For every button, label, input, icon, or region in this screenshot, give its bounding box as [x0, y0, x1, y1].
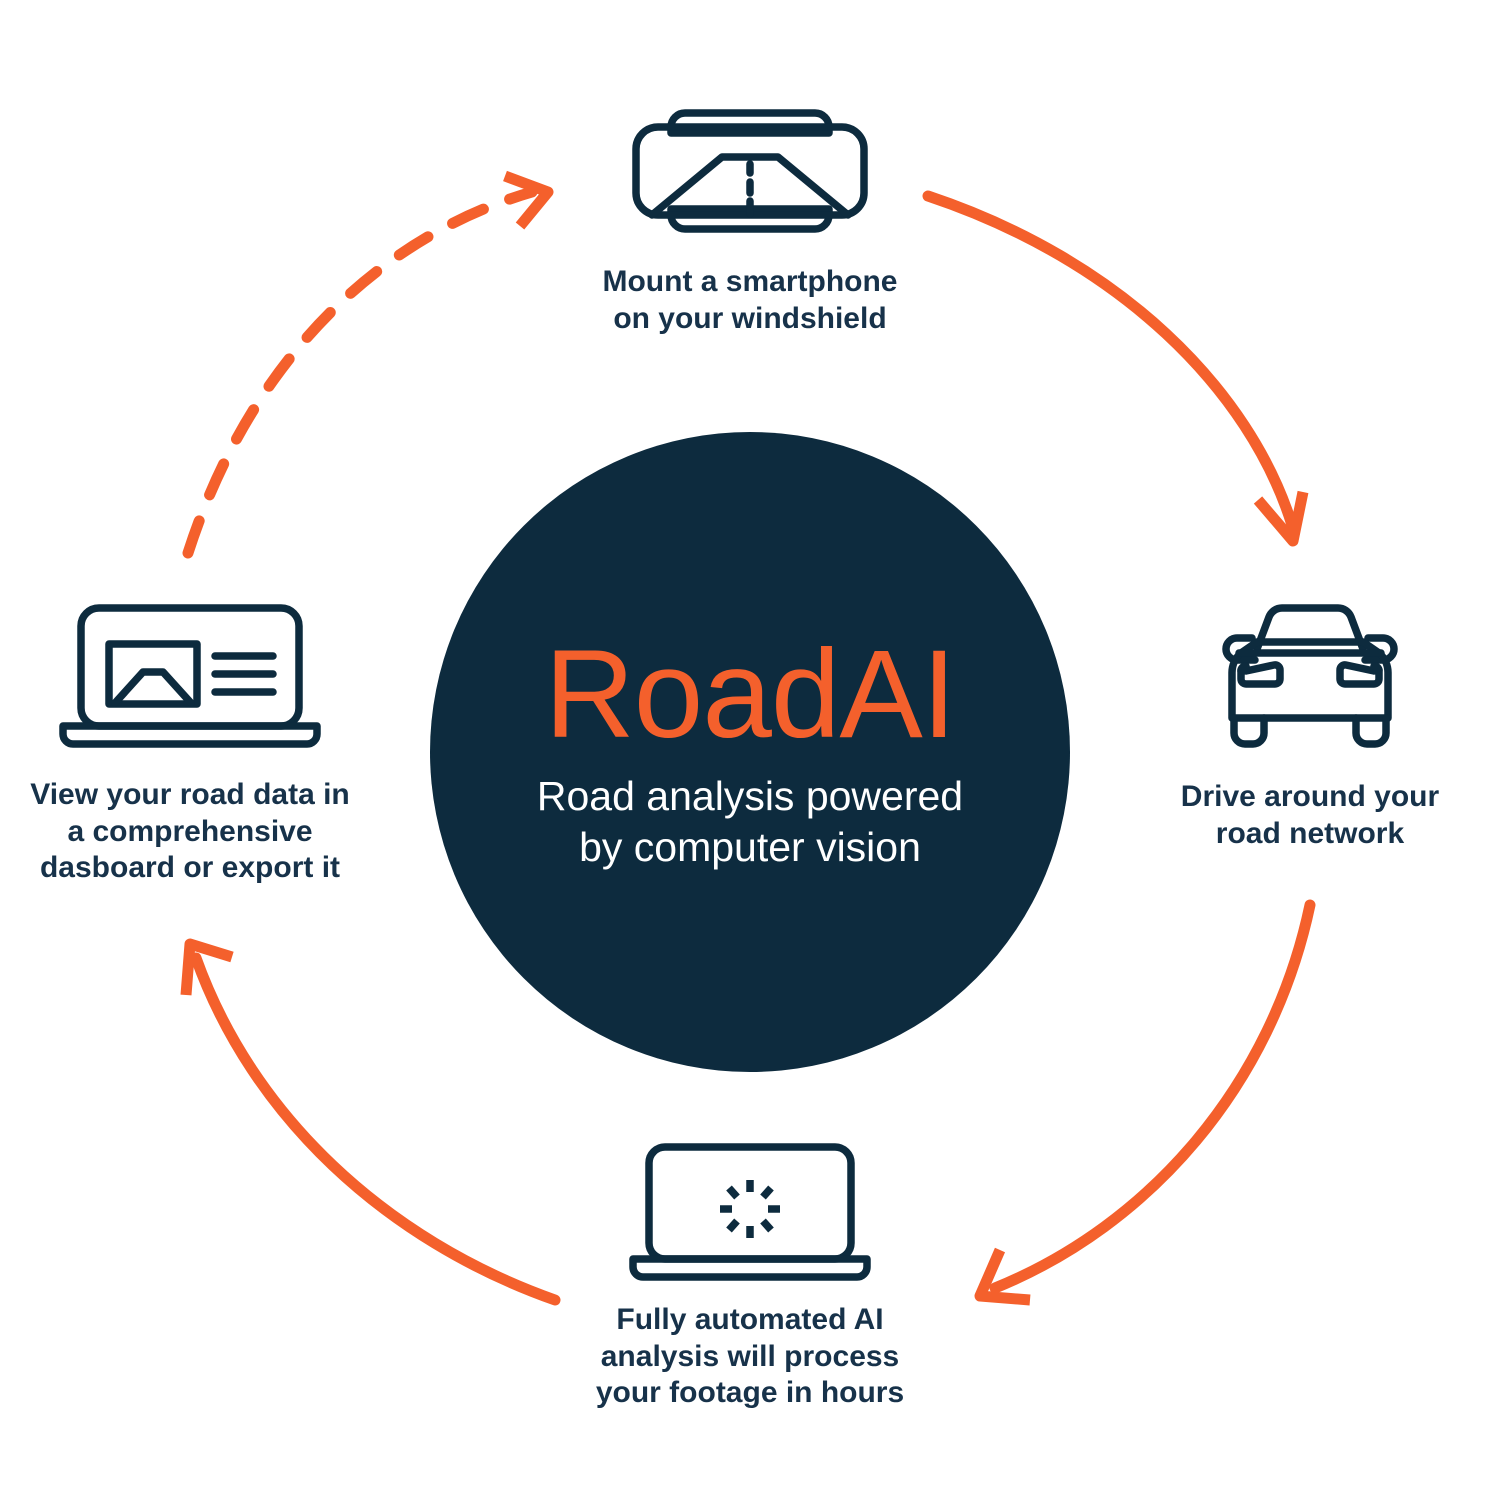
step-label-mount-smartphone: Mount a smartphone on your windshield — [602, 265, 898, 335]
step-label-ai-analysis: Fully automated AI analysis will process… — [595, 1303, 905, 1410]
step-label-drive-road-network: Drive around your road network — [1180, 780, 1440, 850]
arrow-left-to-top — [182, 170, 554, 559]
hub-title: RoadAI — [544, 625, 957, 765]
step-label-view-dashboard: View your road data in a comprehensive d… — [30, 778, 350, 885]
laptop-loading-spinner-icon — [625, 1140, 875, 1290]
arrow-top-to-right — [922, 190, 1309, 547]
arrow-right-to-bottom — [974, 899, 1316, 1306]
central-hub: RoadAI Road analysis powered by computer… — [430, 432, 1070, 1072]
car-front-icon — [1210, 600, 1410, 757]
step-mount-smartphone[interactable]: Mount a smartphone on your windshield — [520, 95, 980, 337]
smartphone-windshield-icon — [630, 95, 870, 252]
arrow-bottom-to-left — [180, 938, 561, 1306]
hub-subtitle: Road analysis powered by computer vision — [536, 773, 964, 870]
laptop-dashboard-icon — [55, 600, 325, 755]
step-drive-road-network[interactable]: Drive around your road network — [1120, 600, 1500, 852]
step-ai-analysis[interactable]: Fully automated AI analysis will process… — [520, 1140, 980, 1412]
step-view-dashboard[interactable]: View your road data in a comprehensive d… — [10, 600, 370, 887]
